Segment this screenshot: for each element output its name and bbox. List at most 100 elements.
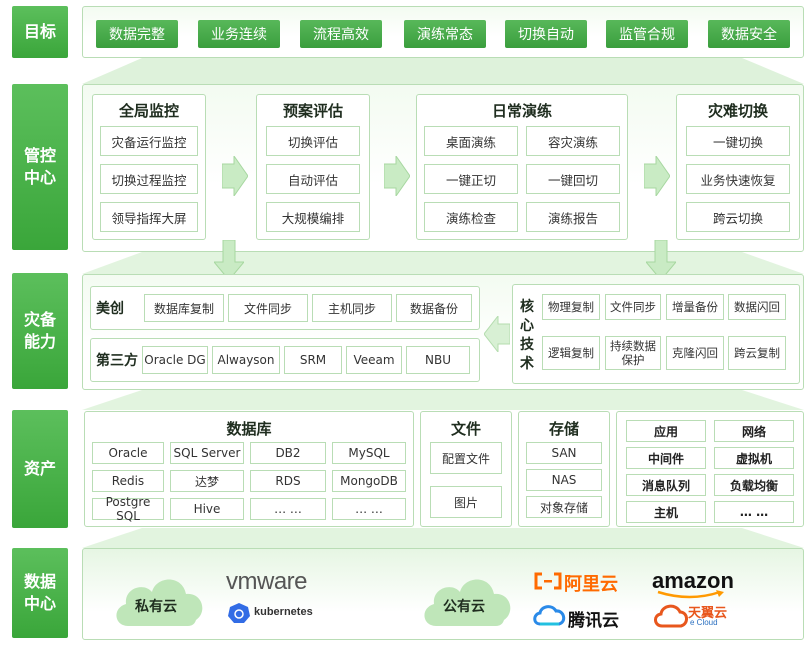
thirdparty-item: Oracle DG: [142, 346, 208, 374]
tencent-cloud-icon: [533, 605, 566, 626]
database-item: RDS: [250, 470, 326, 492]
public-cloud-icon: [424, 579, 511, 626]
aliyun-logo: 阿里云: [564, 574, 618, 594]
thirdparty-item: NBU: [406, 346, 470, 374]
monitor-item: 领导指挥大屏: [100, 202, 198, 232]
database-item: Oracle: [92, 442, 164, 464]
thirdparty-item: Alwayson: [212, 346, 280, 374]
storage-item: NAS: [526, 469, 602, 491]
row-label-assets: 资产: [12, 410, 68, 528]
core-tech-item: 物理复制: [542, 294, 600, 320]
meichuang-item: 数据库复制: [144, 294, 224, 322]
public-cloud-label: 公有云: [443, 599, 485, 615]
core-tech-item: 持续数据保护: [605, 336, 661, 370]
monitor-item: 切换过程监控: [100, 164, 198, 194]
meichuang-label: 美创: [96, 301, 124, 317]
thirdparty-label: 第三方: [96, 353, 138, 369]
core-tech-item: 逻辑复制: [542, 336, 600, 370]
connector-fan-assets: [82, 528, 804, 548]
core-tech-item: 增量备份: [666, 294, 724, 320]
goal-item: 业务连续: [198, 20, 280, 48]
storage-item: 对象存储: [526, 496, 602, 518]
other-asset-item: 主机: [626, 501, 706, 523]
database-title: 数据库: [226, 420, 272, 438]
plan-item: 自动评估: [266, 164, 360, 194]
tianyi-cloud-logo: 天翼云: [688, 605, 728, 620]
file-item: 图片: [430, 486, 502, 518]
private-cloud-icon: [116, 579, 203, 626]
goal-item: 演练常态: [404, 20, 486, 48]
file-title: 文件: [450, 420, 481, 438]
goal-item: 切换自动: [505, 20, 587, 48]
plan-item: 大规模编排: [266, 202, 360, 232]
goal-item: 数据完整: [96, 20, 178, 48]
tianyi-cloud-icon: [654, 604, 688, 628]
kubernetes-icon: [228, 603, 250, 623]
goal-item: 数据安全: [708, 20, 790, 48]
switch-item: 跨云切换: [686, 202, 790, 232]
core-tech-item: 数据闪回: [728, 294, 786, 320]
core-tech-label: 核心技术: [520, 299, 534, 372]
meichuang-item: 文件同步: [228, 294, 308, 322]
row-label-control-center: 管控 中心: [12, 84, 68, 250]
other-asset-item: 消息队列: [626, 474, 706, 496]
core-tech-item: 克隆闪回: [666, 336, 724, 370]
kubernetes-logo: kubernetes: [254, 606, 313, 618]
database-item: SQL Server: [170, 442, 244, 464]
switch-item: 一键切换: [686, 126, 790, 156]
goal-item: 监管合规: [606, 20, 688, 48]
switch-item: 业务快速恢复: [686, 164, 790, 194]
row-label-goals: 目标: [12, 6, 68, 58]
storage-title: 存储: [548, 420, 579, 438]
tianyi-cloud-sub: e Cloud: [690, 618, 718, 627]
drill-item: 演练检查: [424, 202, 518, 232]
meichuang-item: 主机同步: [312, 294, 392, 322]
tencent-cloud-logo: 腾讯云: [568, 611, 619, 630]
other-asset-item: 应用: [626, 420, 706, 442]
database-item: MySQL: [332, 442, 406, 464]
database-item: Postgre SQL: [92, 495, 164, 523]
database-item: Hive: [170, 498, 244, 520]
arrow-left-icon: [484, 316, 510, 352]
vmware-logo: vmware: [226, 568, 308, 595]
drill-item: 一键正切: [424, 164, 518, 194]
connector-fan-control: [82, 252, 804, 274]
database-item: … …: [332, 498, 406, 520]
arrow-right-icon: [384, 156, 410, 196]
database-item: DB2: [250, 442, 326, 464]
goal-item: 流程高效: [300, 20, 382, 48]
other-asset-item: … …: [714, 501, 794, 523]
plan-item: 切换评估: [266, 126, 360, 156]
database-item: 达梦: [170, 470, 244, 492]
row-label-capability: 灾备 能力: [12, 273, 68, 389]
drill-title: 日常演练: [491, 102, 552, 120]
switch-title: 灾难切换: [707, 102, 768, 120]
plan-title: 预案评估: [282, 102, 343, 120]
arrow-down-icon: [214, 240, 244, 280]
row-label-datacenter: 数据 中心: [12, 548, 68, 638]
storage-item: SAN: [526, 442, 602, 464]
core-tech-item: 跨云复制: [728, 336, 786, 370]
amazon-smile-icon: [657, 590, 724, 599]
core-tech-item: 文件同步: [605, 294, 661, 320]
connector-fan-goals: [82, 58, 804, 84]
thirdparty-item: Veeam: [346, 346, 402, 374]
drill-item: 桌面演练: [424, 126, 518, 156]
private-cloud-label: 私有云: [135, 599, 177, 615]
connector-fan-capability: [82, 390, 804, 410]
other-asset-item: 负载均衡: [714, 474, 794, 496]
database-item: Redis: [92, 470, 164, 492]
thirdparty-item: SRM: [284, 346, 342, 374]
drill-item: 演练报告: [526, 202, 620, 232]
aliyun-icon: [534, 572, 562, 590]
arrow-down-icon: [646, 240, 676, 280]
database-item: … …: [250, 498, 326, 520]
other-asset-item: 虚拟机: [714, 447, 794, 469]
other-asset-item: 中间件: [626, 447, 706, 469]
drill-item: 一键回切: [526, 164, 620, 194]
meichuang-item: 数据备份: [396, 294, 472, 322]
drill-item: 容灾演练: [526, 126, 620, 156]
other-asset-item: 网络: [714, 420, 794, 442]
arrow-right-icon: [644, 156, 670, 196]
arrow-right-icon: [222, 156, 248, 196]
